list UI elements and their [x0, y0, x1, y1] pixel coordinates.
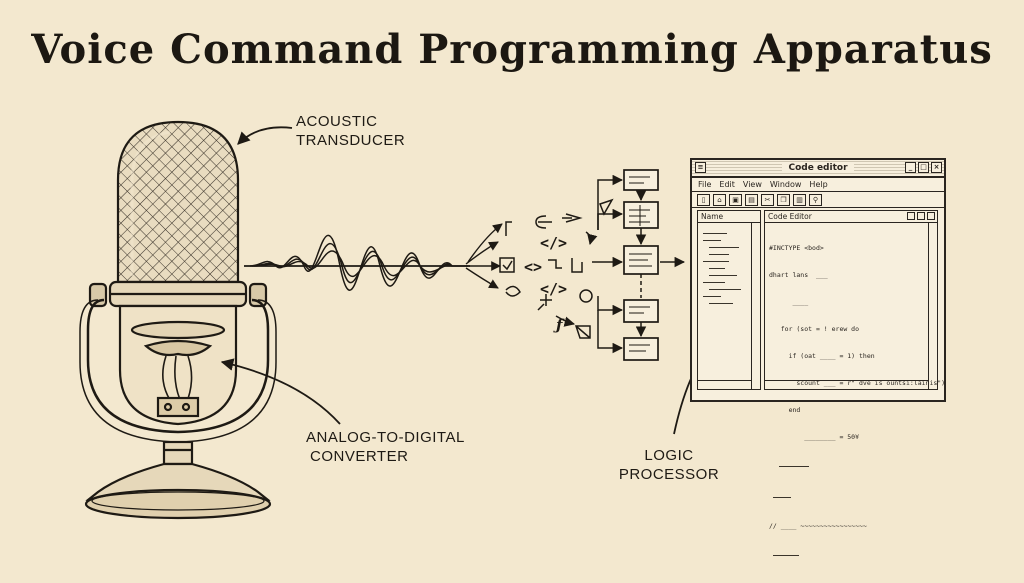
bracket-glyph: [505, 221, 512, 236]
flow-node-1: [623, 169, 659, 191]
code-hscrollbar: [765, 380, 929, 389]
label-acoustic-transducer: ACOUSTIC TRANSDUCER: [296, 112, 405, 150]
flow-node-2: [623, 201, 659, 229]
flow-connectors: [592, 174, 686, 354]
pane-maximize-icon: [917, 212, 925, 220]
save-icon: ▣: [729, 194, 742, 206]
find-icon: ⚲: [809, 194, 822, 206]
label-line: ANALOG-TO-DIGITAL: [306, 429, 465, 446]
adc-leader: [220, 358, 341, 425]
diagram-title: Voice Command Programming Apparatus: [31, 26, 993, 73]
new-file-icon: ▯: [697, 194, 710, 206]
code-editor-header: Code Editor: [765, 211, 937, 223]
code-line: if (oat ____ = 1) then: [769, 352, 875, 360]
menu-help: Help: [809, 180, 828, 189]
acoustic-leader: [237, 126, 293, 145]
open-icon: ⌂: [713, 194, 726, 206]
window-titlebar: ≡ Code editor _ □ ×: [692, 160, 944, 178]
maximize-icon: □: [918, 162, 929, 173]
code-scrollbar: [928, 222, 937, 389]
menu-view: View: [742, 180, 762, 189]
plus-glyph: [537, 294, 552, 311]
flowchart: [623, 169, 659, 361]
code-editor-pane-title: Code Editor: [768, 212, 812, 221]
code-editor-window: ≡ Code editor _ □ × File Edit View Windo…: [690, 158, 946, 556]
code-line: #INCTYPE <bod>: [769, 244, 824, 252]
bracket-glyph-2: [571, 258, 583, 273]
code-line: for (sot = ! erew do: [769, 325, 860, 333]
arrow-glyph: [562, 213, 583, 223]
label-line: ACOUSTIC: [296, 113, 378, 130]
code-line: ________ = 50¥: [769, 433, 860, 441]
checkbox-glyph: [499, 257, 515, 273]
microphone: [79, 120, 277, 520]
code-line: end: [769, 406, 801, 414]
symbol-code-tag-1: </>: [540, 234, 567, 252]
microphone-grille: [116, 120, 240, 284]
pane-minimize-icon: [907, 212, 915, 220]
paste-icon: ▥: [793, 194, 806, 206]
label-line: CONVERTER: [310, 448, 409, 465]
symbol-code-tag-3: </>: [540, 280, 567, 298]
file-tree-hscrollbar: [698, 380, 752, 389]
copy-icon: ❐: [777, 194, 790, 206]
flow-node-lines: [629, 176, 652, 352]
flow-node-4: [623, 299, 659, 323]
code-content: #INCTYPE <bod> dhart lans ___ ____ for (…: [765, 223, 946, 583]
menu-bar: File Edit View Window Help: [692, 178, 944, 192]
file-tree-scrollbar: [751, 222, 760, 389]
menu-file: File: [698, 180, 712, 189]
pane-close-icon: [927, 212, 935, 220]
menu-window: Window: [769, 180, 802, 189]
toolbar: ▯ ⌂ ▣ ▤ ✂ ❐ ▥ ⚲: [692, 192, 944, 208]
menu-edit: Edit: [719, 180, 735, 189]
minimize-icon: _: [905, 162, 916, 173]
box-glyph: [574, 325, 591, 339]
step-glyph: [548, 259, 562, 269]
code-editor-pane: Code Editor #INCTYPE <bod> dhart lans __…: [764, 210, 945, 556]
code-line: dhart lans ___: [769, 271, 828, 279]
label-line: PROCESSOR: [618, 466, 720, 483]
cut-icon: ✂: [761, 194, 774, 206]
label-line: TRANSDUCER: [296, 132, 406, 149]
label-analog-to-digital-converter: ANALOG-TO-DIGITAL CONVERTER: [306, 428, 465, 466]
label-logic-processor: LOGIC PROCESSOR: [614, 446, 724, 484]
flag-glyph: [599, 198, 614, 216]
circle-glyph: [579, 289, 593, 303]
file-tree-lines: [698, 223, 760, 314]
window-title: Code editor: [782, 163, 854, 173]
sound-waveform: [244, 234, 470, 291]
window-menu-icon: ≡: [695, 162, 706, 173]
code-comment-line: // ____ ~~~~~~~~~~~~~~~~~: [769, 522, 867, 530]
file-tree-header: Name: [698, 211, 760, 223]
signal-fan: [465, 223, 503, 289]
curve-glyph: [535, 215, 552, 229]
flow-node-5: [623, 337, 659, 361]
print-icon: ▤: [745, 194, 758, 206]
file-tree-pane: Name: [697, 210, 761, 390]
symbol-code-tag-2: <>: [524, 258, 542, 276]
code-line: ____: [769, 298, 809, 306]
loop-glyph: [505, 285, 521, 297]
label-line: LOGIC: [644, 447, 694, 464]
code-line: scount ___ = r" dve is ountsi:lainis"): [769, 379, 946, 387]
symbol-glyphs: [499, 198, 614, 339]
close-icon: ×: [931, 162, 942, 173]
symbol-function: ƒ: [553, 316, 565, 334]
